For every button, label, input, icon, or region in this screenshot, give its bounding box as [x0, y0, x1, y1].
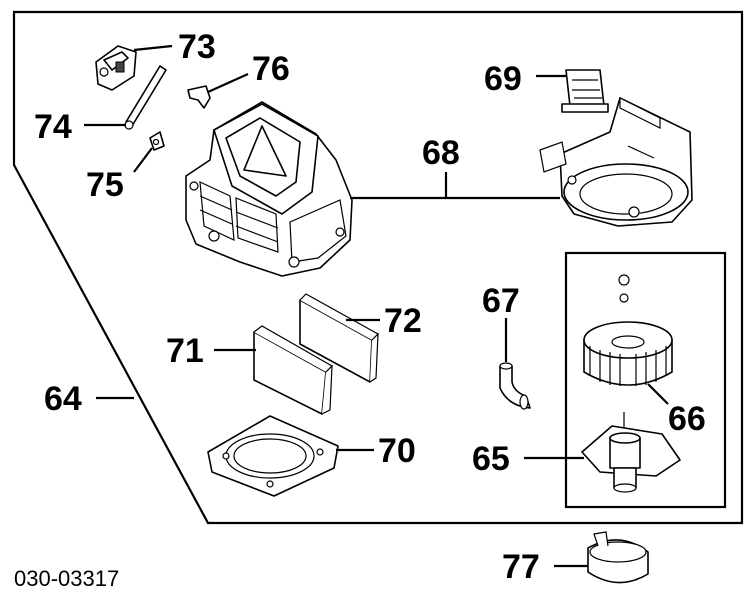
part-75-bracket — [149, 131, 165, 151]
part-72-filter — [299, 293, 379, 383]
callout-75: 75 — [86, 166, 124, 204]
callout-71: 71 — [166, 332, 204, 370]
part-74-rod — [124, 65, 167, 130]
callout-70: 70 — [378, 432, 416, 470]
part-69-vent — [561, 69, 609, 113]
callout-73: 73 — [178, 28, 216, 66]
leader-66 — [647, 383, 669, 405]
callout-64: 64 — [44, 380, 82, 418]
leader-73 — [133, 44, 173, 52]
assembly-outline — [12, 10, 744, 525]
part-77-clamp — [587, 531, 649, 584]
callout-69: 69 — [484, 60, 522, 98]
part-68-lower-case — [539, 97, 693, 227]
callout-66: 66 — [668, 400, 706, 438]
part-73-clip — [95, 45, 137, 91]
part-66-fan — [583, 274, 673, 386]
leader-75 — [133, 147, 153, 173]
part-76-clip — [187, 85, 211, 109]
part-67-hose — [499, 362, 531, 410]
part-65-motor — [581, 412, 681, 493]
part-70-gasket — [207, 415, 339, 497]
leader-76 — [207, 72, 249, 94]
motor-subassembly-box — [564, 251, 727, 509]
callout-74: 74 — [34, 108, 72, 146]
callout-77: 77 — [502, 548, 540, 586]
callout-65: 65 — [472, 440, 510, 478]
callout-76: 76 — [252, 50, 290, 88]
callout-67: 67 — [482, 282, 520, 320]
part-71-filter — [253, 325, 333, 415]
callout-68: 68 — [422, 134, 460, 172]
part-68-blower-housing — [185, 101, 353, 277]
figure-code: 030-03317 — [14, 566, 119, 591]
callout-72: 72 — [384, 302, 422, 340]
